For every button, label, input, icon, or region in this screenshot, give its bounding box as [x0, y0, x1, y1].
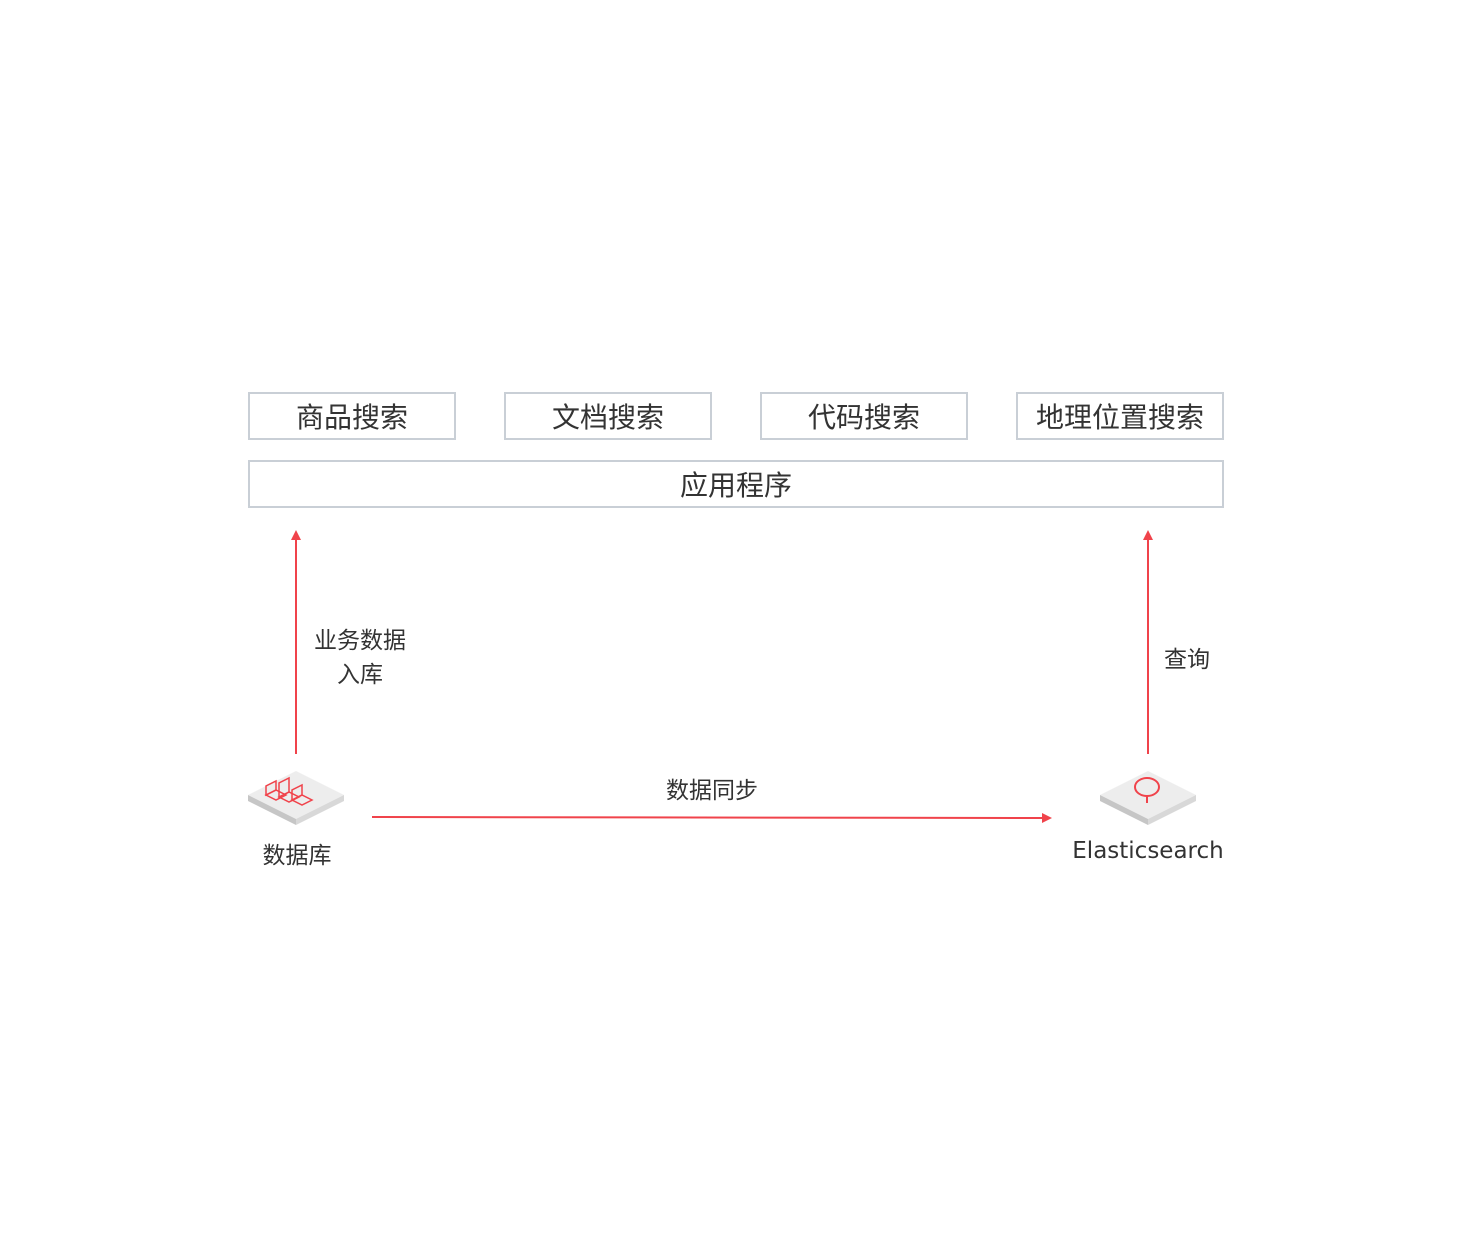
- search-box-label: 地理位置搜索: [1035, 401, 1204, 434]
- search-icon: [1100, 771, 1196, 825]
- application-label: 应用程序: [679, 469, 792, 502]
- search-box-document: 文档搜索: [504, 392, 712, 440]
- database-icon: [248, 771, 344, 825]
- edge-label-line: 入库: [337, 662, 383, 688]
- edge-label-db-to-es: 数据同步: [666, 778, 758, 804]
- search-box-label: 代码搜索: [807, 401, 920, 434]
- edge-label-es-to-app: 查询: [1164, 647, 1210, 673]
- edge-label-line: 业务数据: [314, 628, 406, 654]
- application-box: 应用程序: [248, 460, 1224, 508]
- edge-label-db-to-app: 业务数据 入库: [314, 624, 406, 692]
- search-box-label: 商品搜索: [295, 401, 408, 434]
- elasticsearch-label: Elasticsearch: [1072, 838, 1224, 864]
- search-box-code: 代码搜索: [760, 392, 968, 440]
- search-box-label: 文档搜索: [551, 401, 664, 434]
- search-box-product: 商品搜索: [248, 392, 456, 440]
- arrow-db-to-es: [371, 812, 1052, 823]
- database-label: 数据库: [262, 843, 332, 869]
- search-box-geo: 地理位置搜索: [1016, 392, 1224, 440]
